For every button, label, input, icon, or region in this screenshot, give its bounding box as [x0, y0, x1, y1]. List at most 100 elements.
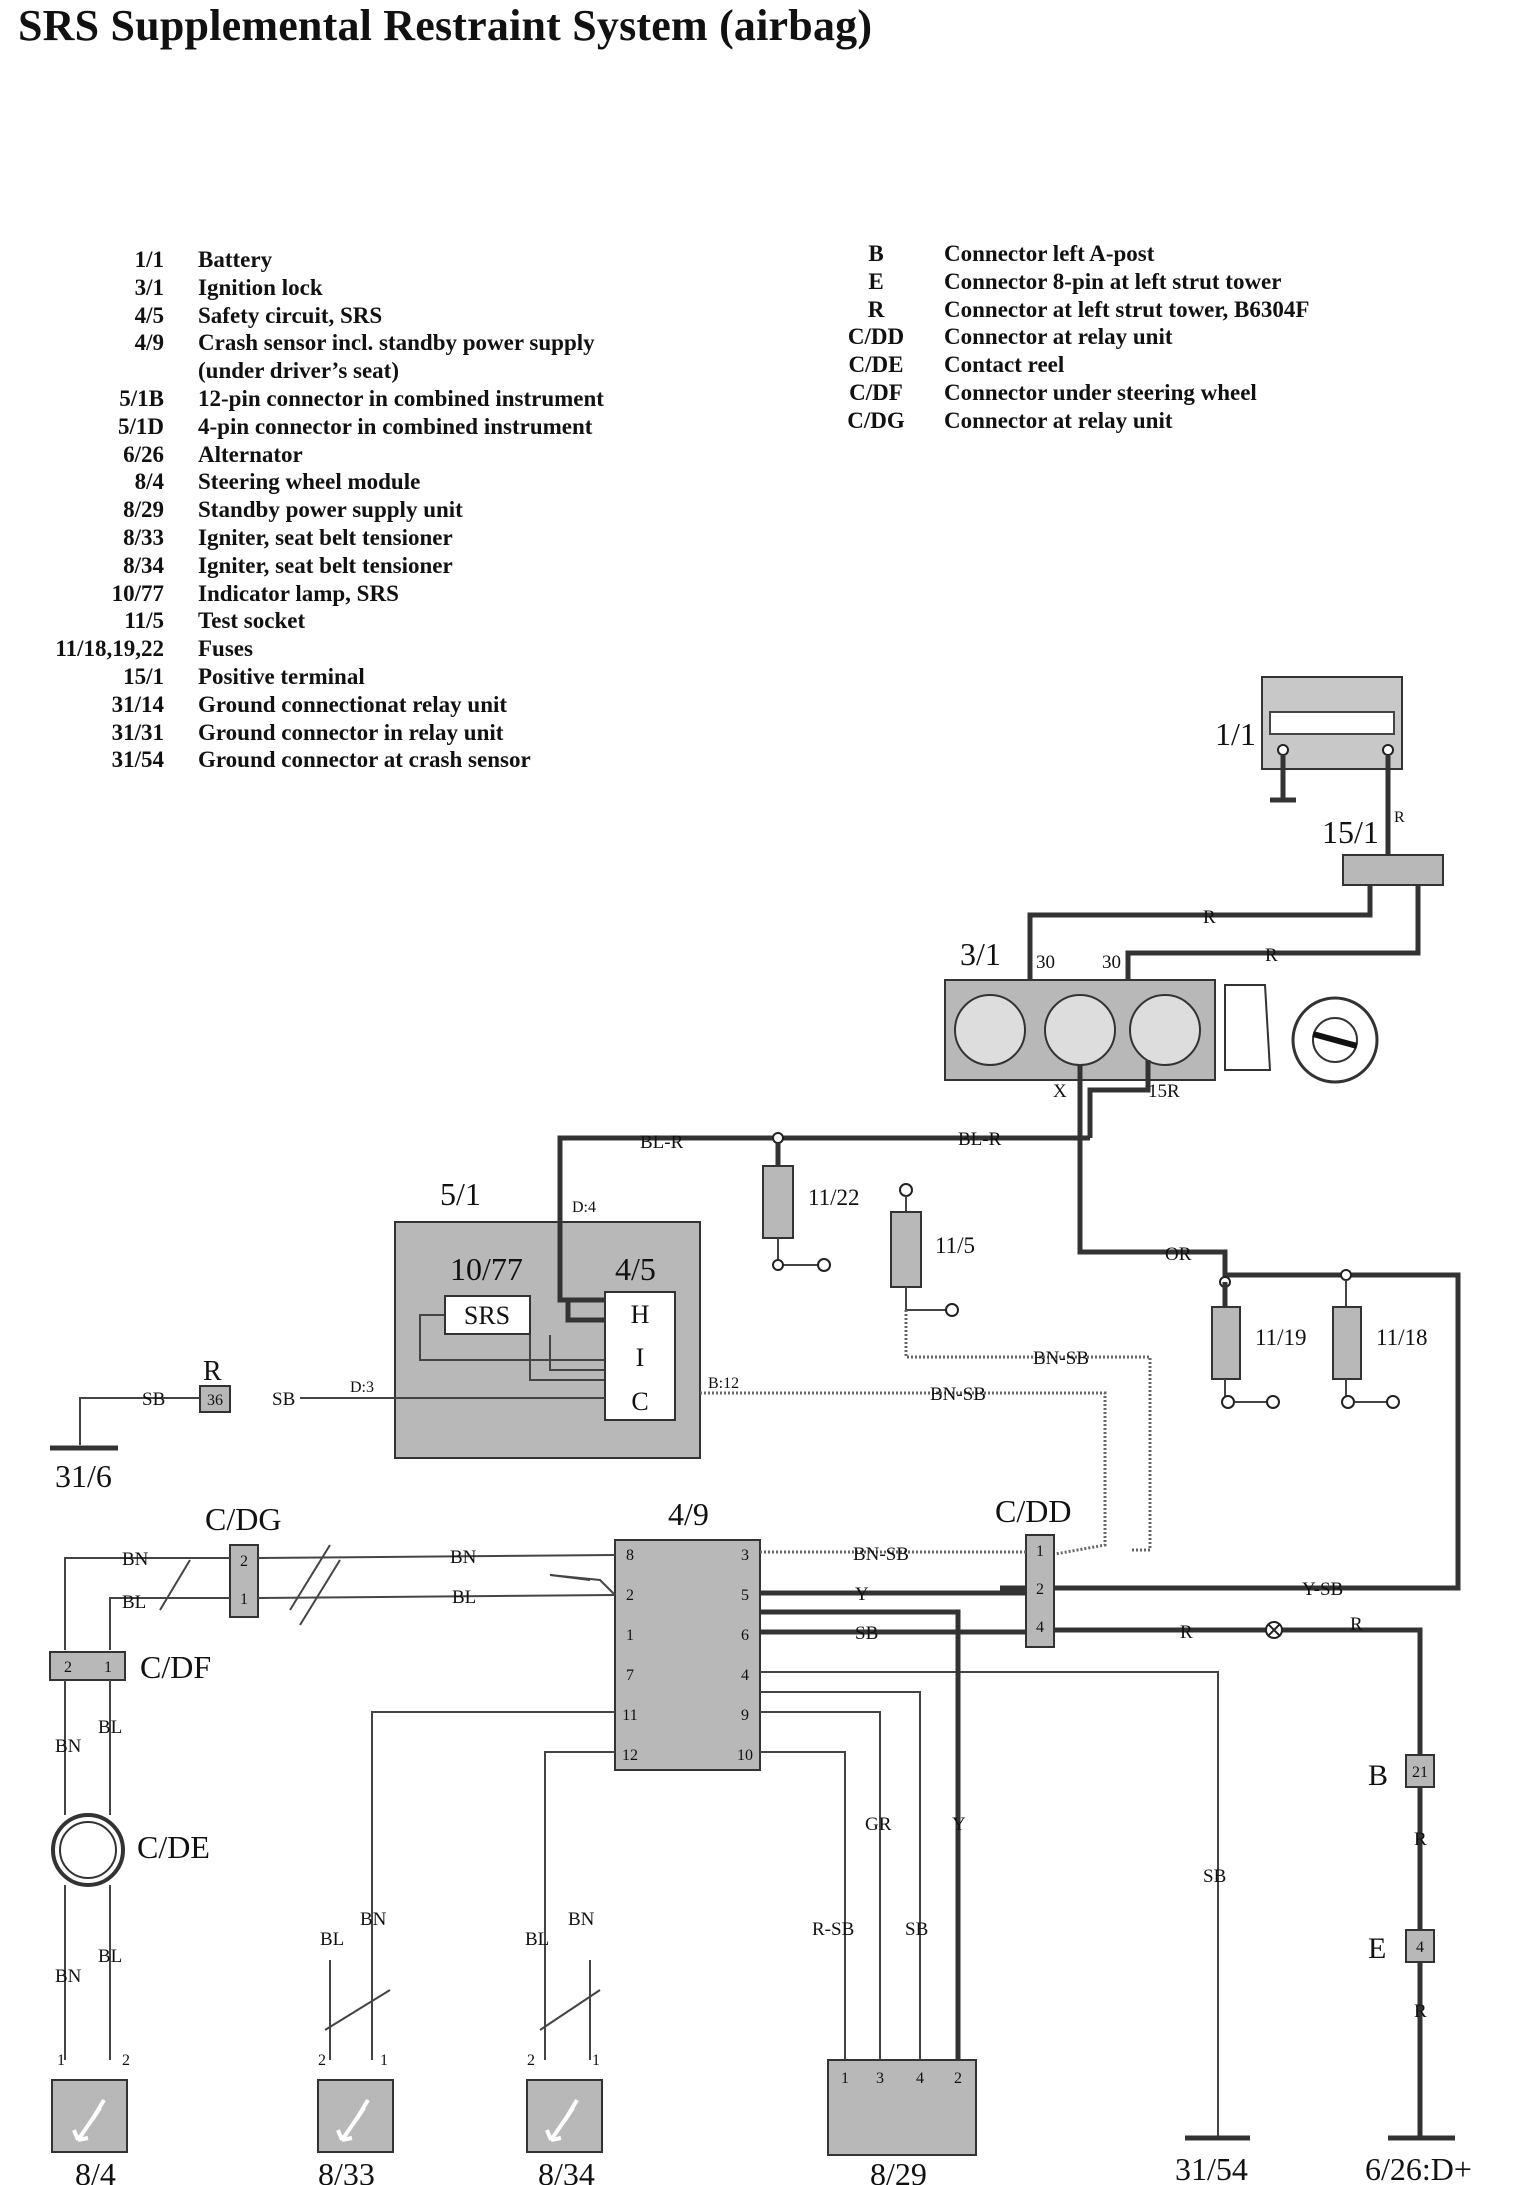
legend-left-desc: Alternator — [198, 441, 303, 467]
legend-left-code: 3/1 — [134, 274, 164, 300]
legend-left-code: 5/1B — [119, 385, 164, 411]
legend-left-code: 31/31 — [111, 719, 164, 745]
wire-label-d4: D:4 — [572, 1199, 596, 1216]
twist-mark-2 — [299, 1559, 341, 1626]
srs-lamp-box — [444, 1295, 531, 1335]
igniter-icon-8-33 — [336, 2098, 370, 2142]
crash-sensor-pin: 9 — [741, 1707, 749, 1724]
wire-label-r-e: R — [1414, 2001, 1427, 2022]
legend-left-desc: 12-pin connector in combined instrument — [198, 385, 604, 411]
legend-right-desc: Contact reel — [944, 352, 1065, 378]
module-8-34-ref: 8/34 — [538, 2156, 595, 2185]
connector-c-dg — [229, 1544, 259, 1618]
legend-left-desc: Ignition lock — [198, 274, 323, 300]
ignition-contact-2 — [1044, 994, 1116, 1066]
fuse-11-18-terminal-b — [1386, 1395, 1400, 1409]
alternator-ref: 6/26:D+ — [1365, 2151, 1472, 2185]
page-title: SRS Supplemental Restraint System (airba… — [18, 1, 873, 50]
wire-label-r-cdd: R — [1180, 1622, 1193, 1643]
legend-right-desc: Connector 8-pin at left strut tower — [944, 268, 1282, 294]
wire-pin4-sb — [760, 1671, 1219, 2138]
c-dd-pin: 2 — [1036, 1581, 1044, 1598]
legend-left-code: 31/14 — [111, 691, 164, 717]
wire-label-bn-cde-bottom: BN — [55, 1966, 82, 1987]
module-8-33-pin-1: 1 — [380, 2052, 388, 2069]
legend-left-row: 11/5 Test socket — [30, 607, 604, 635]
wire-label-bn-sb-crash: BN-SB — [853, 1544, 909, 1565]
wire-label-r-second: R — [1265, 945, 1278, 966]
ignition-lock-ref: 3/1 — [960, 936, 1001, 972]
wire-label-gr: GR — [865, 1814, 892, 1835]
wire-label-bl-cdf: BL — [122, 1592, 146, 1613]
fuse-11-22 — [762, 1165, 794, 1239]
legend-left-code: 6/26 — [123, 441, 164, 467]
ignition-contact-1 — [954, 994, 1026, 1066]
wire-8-34-bn — [549, 1574, 616, 1596]
twist-mark-5 — [539, 1989, 601, 2031]
module-8-34-pin-2: 2 — [527, 2052, 535, 2069]
ignition-15r-wire — [1087, 1060, 1151, 1138]
legend-left-desc: Test socket — [198, 608, 306, 634]
legend-right-code: C/DF — [849, 379, 903, 405]
legend-left-desc: Crash sensor incl. standby power supply — [198, 330, 595, 356]
wire-8-33-bl — [371, 1711, 615, 2060]
connector-c-df-pin-1: 1 — [104, 1659, 112, 1676]
module-8-34-pin-1: 1 — [592, 2052, 600, 2069]
legend-left-desc: Battery — [198, 247, 273, 272]
legend-left-row: (under driver’s seat) — [30, 357, 604, 385]
legend-left-desc: Indicator lamp, SRS — [198, 580, 399, 606]
legend-right-code: R — [867, 296, 885, 322]
legend-left-code: 11/5 — [124, 608, 164, 634]
wire-bn-crash — [257, 1554, 616, 1559]
legend-right-desc: Connector at left strut tower, B6304F — [944, 296, 1310, 322]
legend-left-row: 6/26 Alternator — [30, 441, 604, 469]
crash-sensor-pin: 12 — [622, 1747, 638, 1764]
legend-left-desc: Safety circuit, SRS — [198, 302, 383, 328]
crash-sensor-pin: 5 — [741, 1587, 749, 1604]
igniter-8-34 — [526, 2079, 603, 2153]
wire-label-bn-sb-instrument: BN-SB — [930, 1384, 986, 1405]
positive-to-ignition-wire-1 — [1027, 885, 1373, 980]
contact-reel-inner — [59, 1821, 117, 1879]
wire-label-bn-8-33: BN — [360, 1909, 387, 1930]
wire-label-r-battery: R — [1394, 809, 1405, 826]
terminal-15r: 15R — [1148, 1081, 1180, 1102]
wire-y-unit — [760, 1609, 961, 2060]
connector-e-pin: 4 — [1416, 1939, 1424, 1956]
wire-label-sb-d3-right: SB — [272, 1389, 295, 1410]
splice-cross — [1267, 1623, 1281, 1637]
wire-label-d3: D:3 — [350, 1379, 374, 1396]
connector-c-dg-pin-2: 2 — [240, 1553, 248, 1570]
wire-label-bn-8-34: BN — [568, 1909, 595, 1930]
legend-left-row: 5/1B 12-pin connector in combined instrum… — [30, 385, 604, 413]
wire-label-r-b: R — [1414, 1829, 1427, 1850]
wire-label-bl-crash: BL — [452, 1587, 476, 1608]
wire-label-bl-8-33: BL — [320, 1929, 344, 1950]
steering-wheel-module — [51, 2079, 128, 2153]
wire-label-sb-ground: SB — [1203, 1866, 1226, 1887]
legend-left-desc: Ground connector in relay unit — [198, 719, 504, 745]
connector-e — [1405, 1929, 1435, 1963]
internal-wire-b — [529, 1335, 605, 1381]
legend-left-code: 8/4 — [134, 469, 164, 495]
crash-sensor-pin: 11 — [622, 1707, 637, 1724]
test-socket-ref: 11/5 — [935, 1233, 975, 1258]
srs-lamp-label: SRS — [464, 1301, 510, 1330]
wire-label-bl-r-left: BL-R — [640, 1132, 684, 1153]
fuse-11-22-out — [777, 1238, 818, 1266]
legend-left-code: 15/1 — [123, 663, 164, 689]
wire-pin9-gr — [760, 1711, 881, 2060]
ground-31-6-ref: 31/6 — [55, 1458, 112, 1494]
wire-cdd-r — [1054, 1627, 1423, 1755]
